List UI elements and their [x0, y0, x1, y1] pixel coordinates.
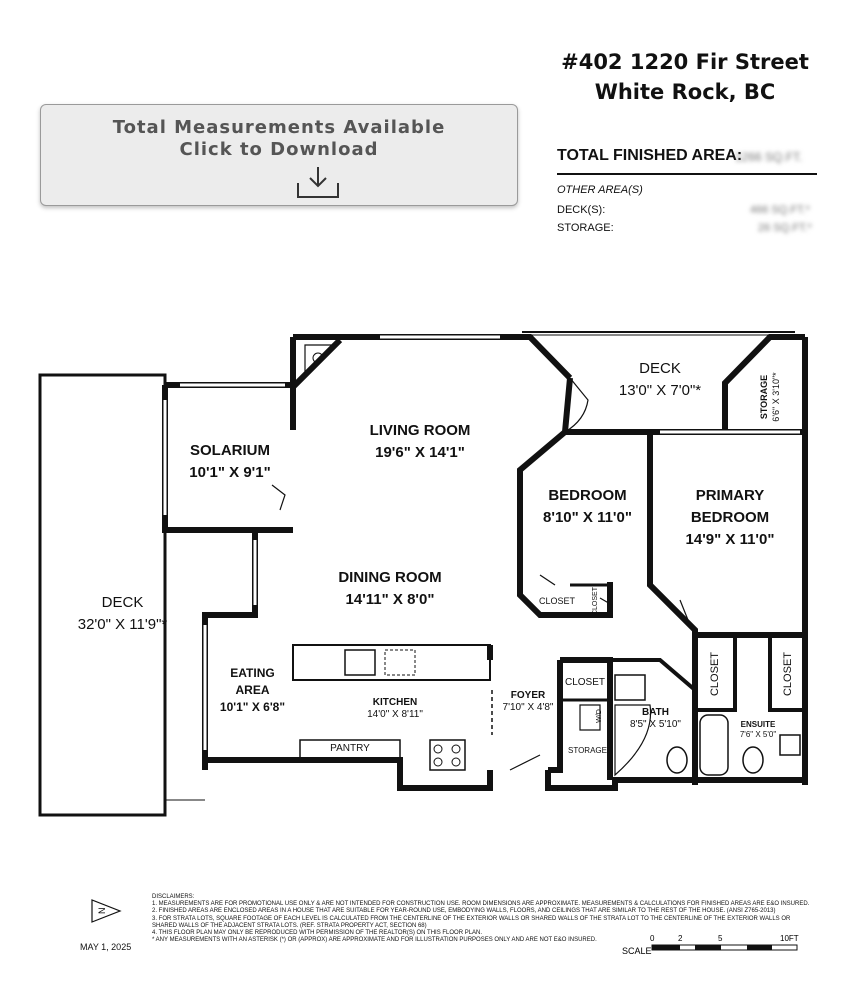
room-bedroom-dims: 8'10" X 11'0": [543, 509, 632, 526]
scale-tick-5: 5: [718, 934, 723, 943]
sink: [344, 649, 376, 676]
room-dining-dims: 14'11" X 8'0": [345, 591, 435, 608]
room-foyer-dims: 7'10" X 4'8": [502, 702, 554, 713]
room-ensuite: ENSUITE 7'6" X 5'0": [733, 720, 783, 740]
room-closet-primary-2: CLOSET: [782, 652, 794, 697]
wall-solarium-north: [165, 382, 296, 430]
room-foyer-name: FOYER: [510, 690, 546, 701]
room-deck-top-name: DECK: [639, 360, 681, 377]
total-area-value: 1266 SQ.FT.: [735, 150, 803, 164]
address-line-2: White Rock, BC: [594, 80, 776, 104]
room-deck-top: DECK 13'0" X 7'0"*: [590, 358, 730, 402]
room-living: LIVING ROOM 19'6" X 14'1": [345, 420, 495, 464]
other-areas-label: OTHER AREA(S): [557, 184, 643, 196]
deck-area-value: 466 SQ.FT.*: [750, 204, 810, 216]
room-bedroom-name: BEDROOM: [548, 487, 627, 504]
disclaimer-4: 4. THIS FLOOR PLAN MAY ONLY BE REPRODUCE…: [152, 930, 483, 937]
download-measurements-button[interactable]: Total Measurements Available Click to Do…: [40, 104, 518, 206]
room-storage-top: STORAGE 6'6" X 3'10"*: [758, 362, 782, 432]
wall-north: [293, 334, 573, 381]
room-eating-name2: AREA: [235, 683, 270, 697]
toilet: [666, 746, 688, 774]
room-kitchen-dims: 14'0" X 8'11": [367, 709, 423, 720]
room-solarium: SOLARIUM 10'1" X 9'1": [170, 440, 290, 484]
room-primary-dims: 14'9" X 11'0": [685, 531, 775, 548]
room-dining: DINING ROOM 14'11" X 8'0": [310, 567, 470, 611]
download-icon: [297, 167, 339, 198]
tub: [699, 714, 729, 776]
pantry-outline: [299, 739, 401, 759]
disclaimer-5: * ANY MEASUREMENTS WITH AN ASTERISK (*) …: [152, 937, 597, 944]
bedroom-wall: [517, 429, 613, 618]
room-ensuite-dims: 7'6" X 5'0": [739, 730, 777, 739]
room-eating: EATING AREA 10'1" X 6'8": [210, 665, 295, 716]
total-area-label: TOTAL FINISHED AREA:: [557, 147, 743, 164]
room-eating-name1: EATING: [230, 666, 275, 680]
plan-date: MAY 1, 2025: [80, 942, 132, 952]
room-solarium-dims: 10'1" X 9'1": [189, 464, 271, 481]
wall-west: [202, 530, 258, 770]
scale-tick-0: 0: [650, 934, 655, 943]
room-foyer: FOYER 7'10" X 4'8": [498, 690, 558, 714]
room-deck-left: DECK 32'0" X 11'9"*: [45, 592, 200, 636]
room-solarium-name: SOLARIUM: [190, 442, 270, 459]
room-dining-name: DINING ROOM: [338, 569, 442, 586]
room-bath-name: BATH: [641, 707, 670, 718]
room-kitchen-name: KITCHEN: [372, 697, 418, 708]
room-primary-name2: BEDROOM: [690, 509, 770, 526]
address-line-1: #402 1220 Fir Street: [561, 50, 809, 74]
wall-south-east: [545, 770, 805, 791]
room-living-dims: 19'6" X 14'1": [375, 444, 465, 461]
room-ensuite-name: ENSUITE: [740, 720, 776, 729]
room-closet-bedroom-2: CLOSET: [592, 587, 599, 616]
room-living-name: LIVING ROOM: [369, 422, 471, 439]
room-closet-bedroom: CLOSET: [538, 596, 575, 606]
room-deck-top-dims: 13'0" X 7'0"*: [618, 382, 702, 399]
room-storage-in: STORAGE: [568, 746, 607, 755]
bath-sink: [614, 674, 646, 701]
room-deck-left-dims: 32'0" X 11'9"*: [77, 616, 168, 633]
scale-tick-2: 2: [678, 934, 683, 943]
kitchen-counter: [292, 644, 491, 681]
room-eating-dims: 10'1" X 6'8": [219, 700, 286, 714]
scale-label: SCALE: [622, 946, 652, 956]
room-kitchen: KITCHEN 14'0" X 8'11": [345, 697, 445, 721]
shower: [614, 704, 652, 777]
room-bath: BATH 8'5" X 5'10": [618, 707, 693, 731]
room-bedroom: BEDROOM 8'10" X 11'0": [525, 485, 650, 529]
room-storage-top-name: STORAGE: [759, 374, 769, 420]
download-button-line-2: Click to Download: [179, 139, 379, 160]
scale-tick-10: 10FT: [780, 934, 799, 943]
fireplace: [304, 344, 337, 377]
storage-area-label: STORAGE:: [557, 222, 614, 234]
room-primary-name1: PRIMARY: [695, 487, 765, 504]
disclaimers: DISCLAIMERS: 1. MEASUREMENTS ARE FOR PRO…: [152, 894, 812, 944]
room-deck-left-name: DECK: [101, 594, 144, 611]
room-primary: PRIMARY BEDROOM 14'9" X 11'0": [660, 485, 800, 551]
room-closet-foyer: CLOSET: [564, 677, 605, 688]
disclaimer-1: 1. MEASUREMENTS ARE FOR PROMOTIONAL USE …: [152, 901, 810, 908]
disclaimer-3: 3. FOR STRATA LOTS, SQUARE FOOTAGE OF EA…: [152, 915, 791, 929]
download-button-line-1: Total Measurements Available: [112, 117, 446, 138]
disclaimers-title: DISCLAIMERS:: [152, 894, 195, 900]
storage-top-wall: [722, 334, 805, 430]
north-label: N: [97, 908, 107, 915]
scale-bar: SCALE 0 2 5 10FT: [622, 934, 799, 956]
room-pantry: PANTRY: [330, 743, 370, 754]
north-arrow-icon: N: [91, 899, 122, 923]
wall-south-kitchen: [205, 757, 493, 791]
room-bath-dims: 8'5" X 5'10": [630, 719, 681, 730]
storage-area-value: 26 SQ.FT.*: [758, 222, 812, 234]
deck-area-label: DECK(S):: [557, 204, 606, 216]
room-wd: W/D: [596, 709, 603, 723]
room-storage-top-dims: 6'6" X 3'10"*: [771, 372, 781, 422]
room-closet-primary-1: CLOSET: [709, 652, 721, 697]
area-divider: [557, 173, 817, 175]
disclaimer-2: 2. FINISHED AREAS ARE ENCLOSED AREAS IN …: [152, 908, 776, 915]
stove: [429, 739, 466, 771]
